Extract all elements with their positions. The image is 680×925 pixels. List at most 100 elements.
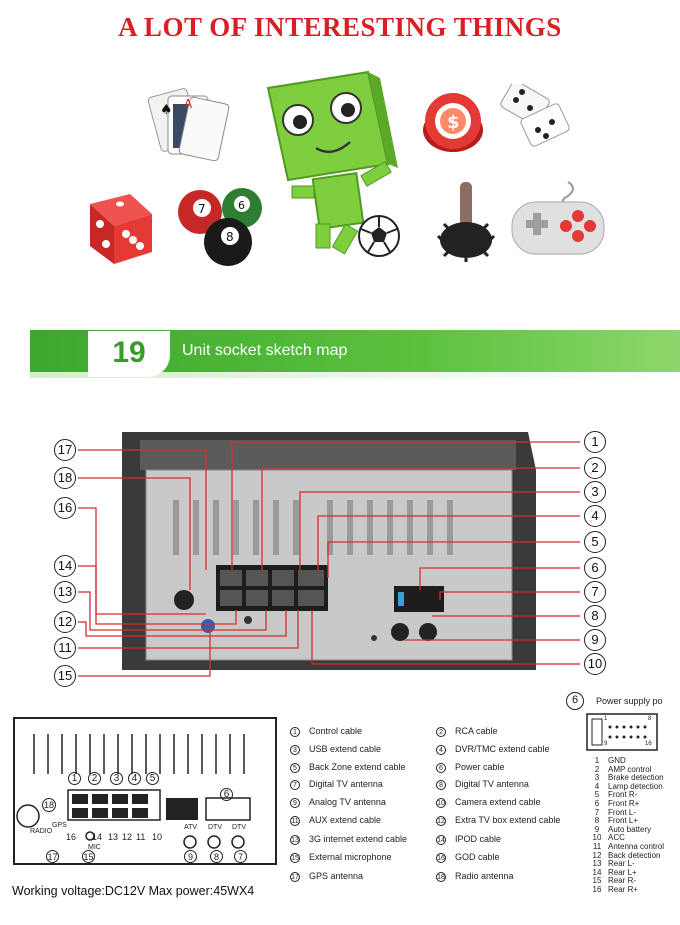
power-pin-row: 13 Rear L- xyxy=(586,859,664,869)
svg-text:$: $ xyxy=(447,112,460,133)
callout-18: 18 xyxy=(54,467,76,489)
callout-14: 14 xyxy=(54,555,76,577)
schematic-label-10: 10 xyxy=(152,832,163,842)
schematic-label-3: 3 xyxy=(110,772,123,785)
legend-number: 8 xyxy=(436,779,446,790)
pin-number: 6 xyxy=(594,798,600,808)
pin-label: Lamp detection xyxy=(608,781,663,791)
power-pin-row: 4 Lamp detection xyxy=(586,781,664,792)
pin-label: Rear L- xyxy=(608,859,635,869)
schematic-label-18: 18 xyxy=(42,798,56,812)
svg-text:8: 8 xyxy=(226,230,234,244)
legend-number: 14 xyxy=(436,834,446,845)
pin-number: 9 xyxy=(594,824,600,834)
legend-label: Radio antenna xyxy=(455,871,514,881)
schematic-label-15: 15 xyxy=(82,850,95,863)
legend-label: Camera extend cable xyxy=(455,797,541,807)
legend-item: 7 Digital TV antenna xyxy=(290,779,383,795)
section-number: 19 xyxy=(88,331,170,377)
legend-item: 18 Radio antenna xyxy=(436,871,514,887)
schematic-label-4: 4 xyxy=(128,772,141,785)
legend-label: Analog TV antenna xyxy=(309,797,386,807)
legend-label: GPS antenna xyxy=(309,871,364,881)
legend-number: 7 xyxy=(290,779,300,790)
legend-label: DVR/TMC extend cable xyxy=(455,744,550,754)
pin-number: 10 xyxy=(592,833,602,843)
legend-label: IPOD cable xyxy=(455,834,502,844)
callout-11: 11 xyxy=(54,637,76,659)
pin-number: 8 xyxy=(594,816,600,826)
svg-text:♠: ♠ xyxy=(160,102,173,118)
power-pin-row: 10 ACC xyxy=(586,834,664,843)
pin-label: ACC xyxy=(608,833,625,843)
schematic-label-dtv-1: DTV xyxy=(208,824,222,831)
schematic-label-9: 9 xyxy=(184,850,197,863)
power-pin-mark-9: 9 xyxy=(604,741,608,747)
legend-number: 15 xyxy=(290,852,300,863)
legend-label: Digital TV antenna xyxy=(309,779,383,789)
legend-item: 14 IPOD cable xyxy=(436,834,501,850)
domino-icon xyxy=(500,84,570,147)
callout-16: 16 xyxy=(54,497,76,519)
pin-label: Rear R+ xyxy=(608,884,639,894)
power-pin-mark-16: 16 xyxy=(645,741,652,747)
power-pin-row: 1 GND xyxy=(586,756,664,766)
legend-label: Control cable xyxy=(309,726,363,736)
callout-3: 3 xyxy=(584,481,606,503)
pin-label: Front R- xyxy=(608,790,638,800)
svg-text:A: A xyxy=(184,97,193,111)
schematic-label-13: 13 xyxy=(108,832,119,842)
legend-label: Extra TV box extend cable xyxy=(455,815,561,825)
dice-icon xyxy=(90,194,152,264)
pin-number: 11 xyxy=(592,841,602,851)
legend-number: 18 xyxy=(436,871,446,882)
legend-label: Back Zone extend cable xyxy=(309,762,406,772)
legend-number: 3 xyxy=(290,744,300,755)
callout-6: 6 xyxy=(584,557,606,579)
legend-number: 6 xyxy=(436,762,446,773)
pin-number: 4 xyxy=(594,781,600,791)
schematic-label-16: 16 xyxy=(66,832,77,842)
schematic-label-dtv-2: DTV xyxy=(232,824,246,831)
schematic-label-2: 2 xyxy=(88,772,101,785)
socket-schematic: 1 2 3 4 5 6 18 RADIO GPS 16 14 13 12 11 … xyxy=(12,716,278,866)
pin-number: 12 xyxy=(592,850,602,860)
head-unit-rear-photo xyxy=(78,432,580,677)
callout-8: 8 xyxy=(584,605,606,627)
robot-mascot-icon xyxy=(266,70,398,255)
pin-number: 14 xyxy=(592,867,602,877)
callout-7: 7 xyxy=(584,581,606,603)
pin-number: 13 xyxy=(592,859,602,869)
poker-chip-icon: $ xyxy=(423,93,483,152)
power-supply-callout: 6 xyxy=(566,692,584,710)
pin-label: Front L- xyxy=(608,807,637,817)
pin-label: GND xyxy=(608,756,626,765)
pin-number: 1 xyxy=(594,756,600,765)
schematic-label-6: 6 xyxy=(220,788,233,801)
spec-text: Working voltage:DC12V Max power:45WX4 xyxy=(12,884,255,898)
callout-10: 10 xyxy=(584,653,606,675)
playing-cards-icon: ♠ A xyxy=(147,88,230,162)
callout-17: 17 xyxy=(54,439,76,461)
pin-number: 7 xyxy=(594,807,600,817)
legend-label: AUX extend cable xyxy=(309,815,382,825)
